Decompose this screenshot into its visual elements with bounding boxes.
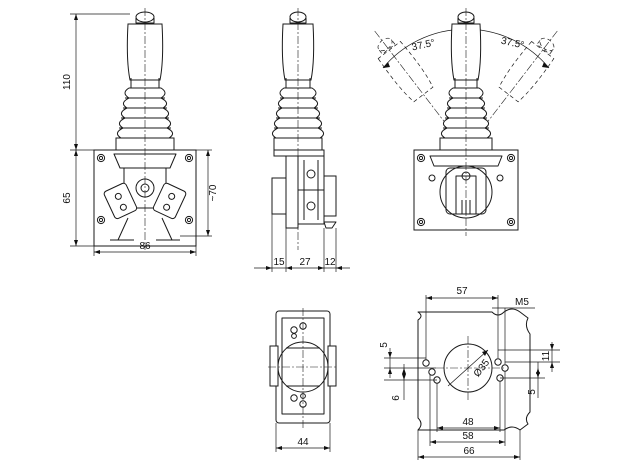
dim-height-65: 65 bbox=[62, 192, 73, 204]
dim-width-86: 86 bbox=[139, 241, 151, 252]
dim-27: 27 bbox=[299, 257, 311, 268]
dim-66: 66 bbox=[463, 446, 475, 457]
dim-12: 12 bbox=[324, 257, 336, 268]
swing-view: 37.5° 37.5° bbox=[374, 8, 558, 236]
dim-57: 57 bbox=[456, 286, 468, 297]
top-view: 44 bbox=[268, 308, 338, 452]
dim-58: 58 bbox=[462, 431, 474, 442]
front-view: 110 65 ~70 86 bbox=[62, 8, 219, 256]
angle-right: 37.5° bbox=[500, 36, 525, 52]
angle-left: 37.5° bbox=[411, 38, 436, 54]
dim-approx-70: ~70 bbox=[208, 184, 219, 201]
dim-5-bottom: 5 bbox=[527, 389, 538, 395]
dim-5-top: 5 bbox=[379, 342, 390, 348]
dim-11: 11 bbox=[541, 350, 552, 361]
dim-width-44: 44 bbox=[297, 437, 309, 448]
dim-15: 15 bbox=[273, 257, 285, 268]
side-view: 15 27 12 bbox=[254, 8, 350, 272]
dim-48: 48 bbox=[462, 417, 474, 428]
dim-m5: M5 bbox=[515, 297, 529, 308]
dim-height-110: 110 bbox=[62, 74, 73, 90]
dim-6: 6 bbox=[391, 395, 402, 401]
mounting-view: Ø35 57 M5 5 6 1 bbox=[379, 286, 560, 460]
